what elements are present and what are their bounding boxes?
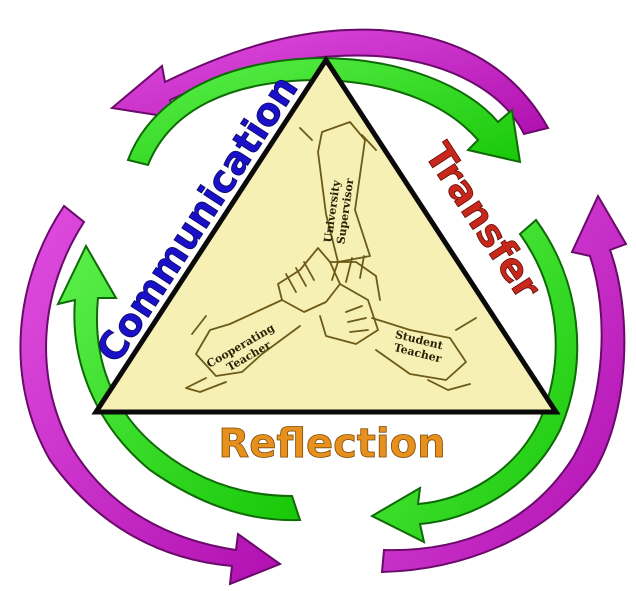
reflection-label: Reflection (218, 421, 445, 467)
